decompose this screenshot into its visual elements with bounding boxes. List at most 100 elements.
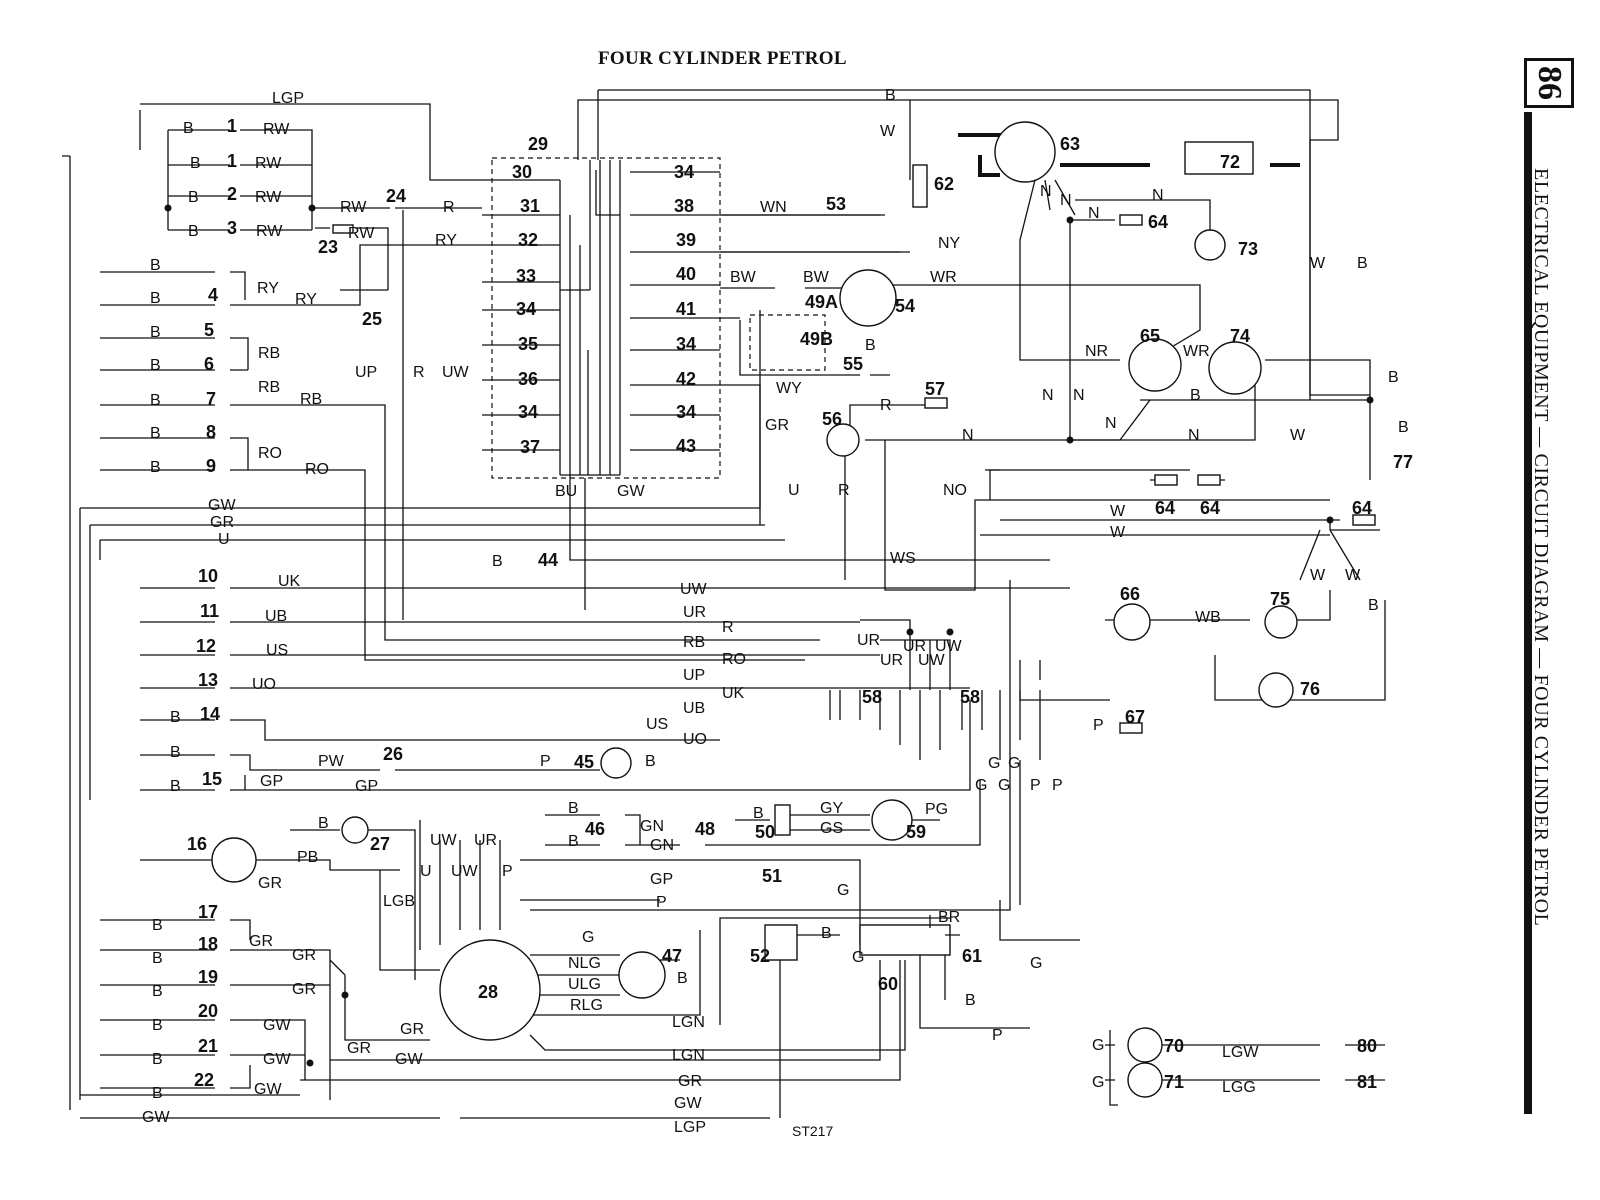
component-label: 73 bbox=[1238, 239, 1258, 259]
component-67-symbol bbox=[1119, 722, 1143, 734]
component-label: 1 bbox=[227, 116, 237, 136]
component-label: 75 bbox=[1270, 589, 1290, 609]
wire-label: G bbox=[852, 949, 864, 966]
wire-label: W bbox=[880, 123, 896, 140]
wire-label: WS bbox=[890, 550, 916, 567]
wire-label: N bbox=[1088, 205, 1100, 222]
wire-label: WR bbox=[1183, 343, 1210, 360]
component-label: 64 bbox=[1155, 498, 1175, 518]
wire-label: W bbox=[1310, 567, 1326, 584]
horn-16-symbol bbox=[211, 837, 257, 883]
wire-label: B bbox=[1190, 387, 1201, 404]
wire-label: RO bbox=[258, 445, 282, 462]
wire-label: W bbox=[1110, 503, 1126, 520]
wire-label: B bbox=[188, 189, 199, 206]
wire-label: B bbox=[1357, 255, 1368, 272]
component-label: 72 bbox=[1220, 152, 1240, 172]
wire-label: G bbox=[582, 929, 594, 946]
wire-label: GR bbox=[258, 875, 282, 892]
wire-label: B bbox=[152, 1017, 163, 1034]
wire-label: B bbox=[152, 983, 163, 1000]
component-label: 49B bbox=[800, 329, 833, 349]
wire-label: B bbox=[170, 709, 181, 726]
wire-label: B bbox=[677, 970, 688, 987]
wire-label: BR bbox=[938, 909, 960, 926]
wire-label: UW bbox=[451, 863, 479, 880]
component-label: 77 bbox=[1393, 452, 1413, 472]
circuit-diagram: 1 1 2 3 4 5 6 7 8 9 10 11 12 13 14 15 16… bbox=[62, 87, 1413, 1139]
component-label: 8 bbox=[206, 422, 216, 442]
wire-label: B bbox=[170, 744, 181, 761]
component-label: 49A bbox=[805, 292, 838, 312]
component-label: 35 bbox=[518, 334, 538, 354]
wire-label: P bbox=[1093, 717, 1104, 734]
wire-label: B bbox=[568, 833, 579, 850]
component-label: 18 bbox=[198, 934, 218, 954]
wire-label: B bbox=[753, 805, 764, 822]
wire-label: G bbox=[837, 882, 849, 899]
component-label: 65 bbox=[1140, 326, 1160, 346]
wire-label: B bbox=[865, 337, 876, 354]
wire-label: B bbox=[183, 120, 194, 137]
wire-label: GR bbox=[292, 981, 316, 998]
wire-label: RB bbox=[258, 345, 280, 362]
wire-label: N bbox=[1188, 427, 1200, 444]
wire-label: P bbox=[1052, 777, 1063, 794]
wire-label: GR bbox=[400, 1021, 424, 1038]
wire-label: ULG bbox=[568, 976, 601, 993]
wire-label: B bbox=[190, 155, 201, 172]
wire-label: GN bbox=[650, 837, 674, 854]
component-label: 59 bbox=[906, 822, 926, 842]
wire-label: UW bbox=[442, 364, 470, 381]
wire-label: B bbox=[170, 778, 181, 795]
wire-label: LGG bbox=[1222, 1079, 1256, 1096]
component-label: 52 bbox=[750, 946, 770, 966]
component-label: 5 bbox=[204, 320, 214, 340]
wire-label: B bbox=[821, 925, 832, 942]
component-label: 19 bbox=[198, 967, 218, 987]
wire-label: UR bbox=[880, 652, 903, 669]
wire-label: GW bbox=[674, 1095, 702, 1112]
wire-label: R bbox=[413, 364, 425, 381]
wire-label: B bbox=[645, 753, 656, 770]
wire-label: UR bbox=[474, 832, 497, 849]
wire-label: B bbox=[152, 1051, 163, 1068]
wire-label: GS bbox=[820, 820, 843, 837]
wire-label: B bbox=[965, 992, 976, 1009]
wire-label: LGP bbox=[674, 1119, 706, 1136]
wire-label: RW bbox=[256, 223, 283, 240]
component-64c-symbol bbox=[1119, 214, 1143, 226]
wire-label: G bbox=[1092, 1037, 1104, 1054]
component-label: 21 bbox=[198, 1036, 218, 1056]
component-label: 15 bbox=[202, 769, 222, 789]
component-label: 44 bbox=[538, 550, 558, 570]
component-label: 56 bbox=[822, 409, 842, 429]
component-label: 36 bbox=[518, 369, 538, 389]
wire-label: RY bbox=[435, 232, 457, 249]
component-label: 43 bbox=[676, 436, 696, 456]
wire-label: U bbox=[218, 531, 230, 548]
component-label: 45 bbox=[574, 752, 594, 772]
component-label: 64 bbox=[1148, 212, 1168, 232]
wire-label: NY bbox=[938, 235, 961, 252]
wire-label: BW bbox=[803, 269, 830, 286]
wire-label: GW bbox=[263, 1051, 291, 1068]
wire-label: B bbox=[492, 553, 503, 570]
component-label: 61 bbox=[962, 946, 982, 966]
wire-label: WB bbox=[1195, 609, 1221, 626]
wire-label: WR bbox=[930, 269, 957, 286]
component-64a-symbol bbox=[1154, 474, 1178, 486]
wire-label: GR bbox=[678, 1073, 702, 1090]
wire-label: B bbox=[150, 257, 161, 274]
wire-label: GW bbox=[208, 497, 236, 514]
component-64d-symbol bbox=[1352, 514, 1376, 526]
wire-label: N bbox=[1105, 415, 1117, 432]
component-label: 62 bbox=[934, 174, 954, 194]
wire-label: B bbox=[150, 357, 161, 374]
wire-label: N bbox=[1152, 187, 1164, 204]
component-label: 51 bbox=[762, 866, 782, 886]
wire-label: P bbox=[540, 753, 551, 770]
component-label: 54 bbox=[895, 296, 915, 316]
wire-label: BW bbox=[730, 269, 757, 286]
wire-label: G bbox=[998, 777, 1010, 794]
